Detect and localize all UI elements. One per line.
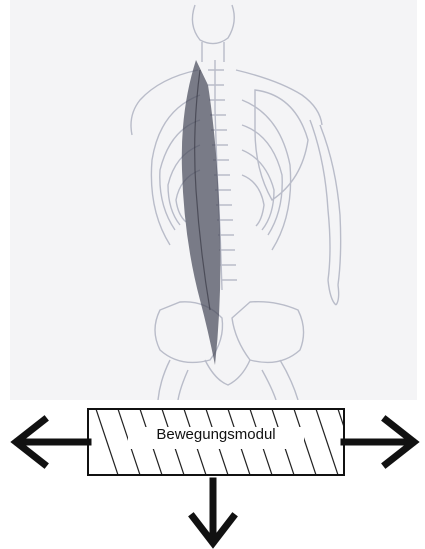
module-diagram [0,395,425,549]
skeleton-back-illustration [10,0,417,400]
arrow-left-icon [16,420,88,464]
module-label: Bewegungsmodul [88,426,344,443]
arrow-down-icon [193,481,233,543]
arrow-right-icon [344,420,414,464]
